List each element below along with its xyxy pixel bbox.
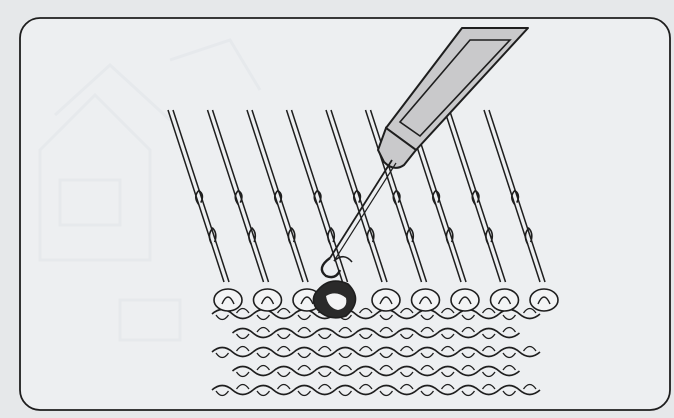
- illustration-frame: [20, 18, 670, 410]
- stitch-loop: [412, 289, 440, 311]
- stitch-loop: [451, 289, 479, 311]
- stitch-loops: [214, 289, 558, 311]
- stitch-loop: [372, 289, 400, 311]
- stitch-loop: [530, 289, 558, 311]
- stitch-loop: [214, 289, 242, 311]
- stitch-loop: [254, 289, 282, 311]
- stitch-loop: [491, 289, 519, 311]
